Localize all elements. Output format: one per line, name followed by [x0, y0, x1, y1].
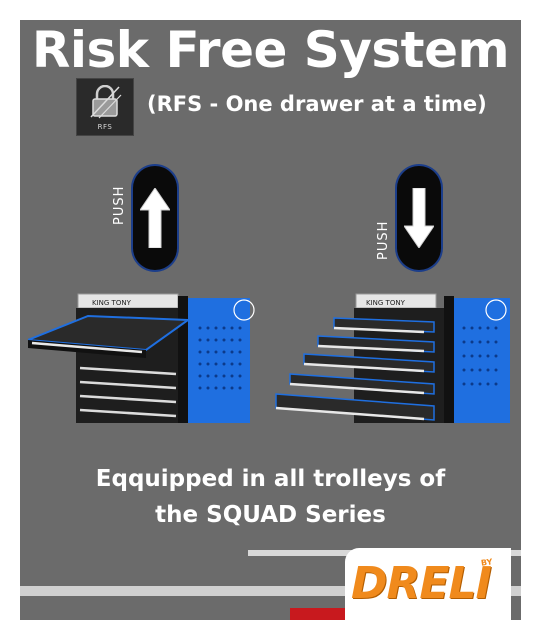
stripe-mid — [20, 586, 521, 596]
brand-plate-right: KING TONY — [366, 299, 406, 307]
page-title: Risk Free System — [31, 21, 510, 79]
push-indicator-right — [397, 166, 441, 270]
poster-panel: Risk Free System RFS (RFS - One drawer a… — [20, 20, 521, 620]
brand-logo-text: DRELI — [351, 558, 492, 609]
push-label-left: PUSH — [112, 185, 127, 225]
arrow-up-icon — [140, 188, 170, 248]
rfs-badge: RFS — [76, 78, 134, 136]
brand-logo-by: BY — [480, 557, 494, 568]
brand-plate-left: KING TONY — [92, 299, 132, 307]
brand-logo: DRELI BY — [345, 548, 511, 628]
push-indicator-left — [133, 166, 177, 270]
rfs-badge-label: RFS — [97, 123, 113, 131]
trolley-single-drawer-open: KING TONY — [28, 293, 255, 423]
push-label-right: PUSH — [376, 220, 391, 260]
subtitle: (RFS - One drawer at a time) — [147, 92, 487, 116]
arrow-down-icon — [404, 188, 434, 248]
padlock-icon — [90, 85, 122, 119]
trolley-stacked-drawers: KING TONY — [275, 293, 510, 423]
tagline-line-1: Eqquipped in all trolleys of — [95, 466, 446, 492]
tagline-line-2: the SQUAD Series — [155, 502, 386, 528]
